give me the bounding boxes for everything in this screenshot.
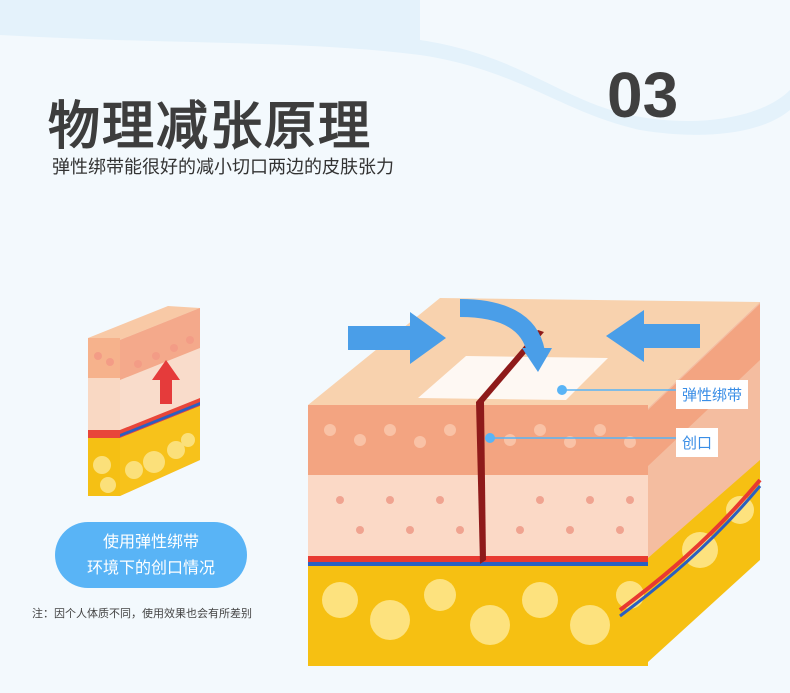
pill-line-1: 使用弹性绑带 [102,532,199,551]
pill-line-2: 环境下的创口情况 [86,558,215,577]
label-elastic-bandage: 弹性绑带 [676,380,749,409]
section-number: 03 [607,59,679,131]
label-wound: 创口 [676,428,719,457]
small-skin-block-illustration [88,306,200,496]
skin-cross-section-illustration [308,298,762,666]
page-subtitle: 弹性绑带能很好的减小切口两边的皮肤张力 [52,157,394,178]
top-wave-background [0,0,790,135]
page-title: 物理减张原理 [48,97,373,157]
disclaimer-note: 注：因个人体质不同，使用效果也会有所差别 [32,607,252,620]
usage-context-pill: 使用弹性绑带 环境下的创口情况 [55,522,247,588]
